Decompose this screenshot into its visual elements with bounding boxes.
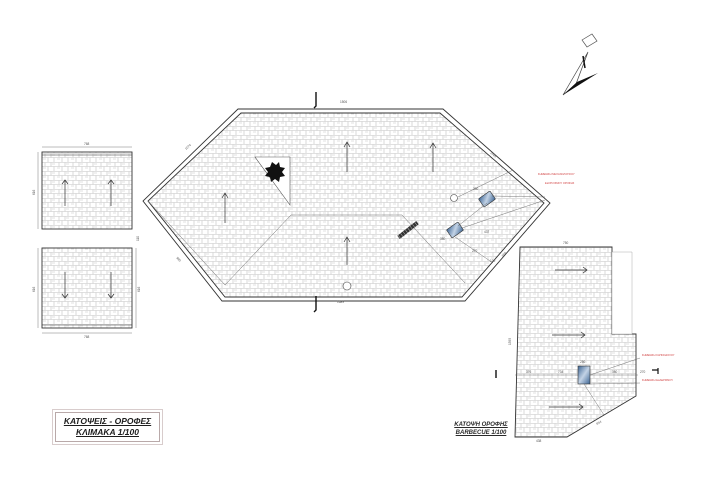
svg-text:1689: 1689 [337, 300, 344, 304]
hvac-unit [446, 221, 464, 239]
barbecue-title-line1: ΚΑΤΟΨΗ ΟΡΟΦΗΣ [454, 422, 508, 428]
drawing-title: ΚΑΤΟΨΕΙΣ - ΟΡΟΦΕΣ [63, 416, 152, 426]
small-roof-bottom: 768 616 616 110 [32, 236, 141, 339]
svg-text:654: 654 [501, 251, 508, 258]
svg-text:390: 390 [473, 187, 479, 191]
svg-text:ΕΞΟΠΛΙΣΜΟΥ ΟΡΟΦΗΣ: ΕΞΟΠΛΙΣΜΟΥ ΟΡΟΦΗΣ [545, 181, 575, 185]
svg-text:734: 734 [558, 370, 564, 374]
hvac-unit [478, 190, 496, 208]
bbq-roof-plan: ΣΗΜΕΙΩΣΗ ΚΑΠΝΟΔΟΧΟΥ ΣΗΜΕΙΩΣΗ ΕΞΑΕΡΙΣΜΟΥ … [495, 241, 675, 443]
slope-arrows [221, 141, 437, 265]
hexagon-roof-plan: 437 390 380 270 130 ΣΗΜΕΙΩΣΗ ΜΗΧΑΝΟΛΟΓΙΚ… [142, 92, 575, 313]
svg-text:616: 616 [32, 286, 36, 292]
drawing-scale: ΚΛΙΜΑΚΑ 1/100 [76, 427, 139, 437]
plant-icon [265, 162, 285, 182]
svg-text:654: 654 [596, 420, 603, 426]
svg-text:ΣΗΜΕΙΩΣΗ ΕΞΑΕΡΙΣΜΟΥ: ΣΗΜΕΙΩΣΗ ΕΞΑΕΡΙΣΜΟΥ [642, 378, 673, 382]
vent-bar [397, 221, 419, 239]
svg-text:270: 270 [640, 370, 646, 374]
svg-text:270: 270 [472, 249, 478, 253]
drawing-title-block: ΚΑΤΟΨΕΙΣ - ΟΡΟΦΕΣ ΚΛΙΜΑΚΑ 1/100 [52, 409, 163, 445]
svg-text:380: 380 [612, 370, 618, 374]
small-roof-top: 768 616 [32, 142, 133, 230]
svg-text:ΣΗΜΕΙΩΣΗ ΚΑΠΝΟΔΟΧΟΥ: ΣΗΜΕΙΩΣΗ ΚΑΠΝΟΔΟΧΟΥ [642, 353, 675, 357]
svg-text:380: 380 [440, 237, 446, 241]
svg-text:110: 110 [136, 236, 140, 241]
svg-text:616: 616 [32, 189, 36, 195]
svg-text:768: 768 [84, 335, 90, 339]
svg-text:1099: 1099 [489, 151, 497, 159]
svg-text:768: 768 [84, 142, 90, 146]
svg-text:1074: 1074 [184, 143, 192, 151]
svg-text:616: 616 [137, 286, 141, 292]
section-marker [652, 368, 659, 374]
barbecue-title-line2: BARBECUE 1/100 [455, 430, 507, 436]
svg-text:750: 750 [563, 241, 569, 245]
section-marker [313, 296, 317, 313]
north-arrow-icon [562, 33, 598, 96]
svg-text:437: 437 [484, 230, 490, 234]
svg-text:250: 250 [580, 360, 586, 364]
svg-text:1506: 1506 [340, 100, 347, 104]
barbecue-plan-title: ΚΑΤΟΨΗ ΟΡΟΦΗΣ BARBECUE 1/100 [445, 421, 517, 437]
svg-text:1595: 1595 [508, 338, 512, 345]
svg-text:376: 376 [526, 370, 532, 374]
section-marker [313, 92, 317, 109]
svg-text:130: 130 [490, 259, 496, 263]
svg-text:ΣΗΜΕΙΩΣΗ ΜΗΧΑΝΟΛΟΓΙΚΟΥ: ΣΗΜΕΙΩΣΗ ΜΗΧΑΝΟΛΟΓΙΚΟΥ [538, 172, 575, 176]
svg-text:990: 990 [175, 256, 182, 263]
bbq-chimney [577, 365, 591, 385]
svg-text:438: 438 [536, 439, 542, 443]
